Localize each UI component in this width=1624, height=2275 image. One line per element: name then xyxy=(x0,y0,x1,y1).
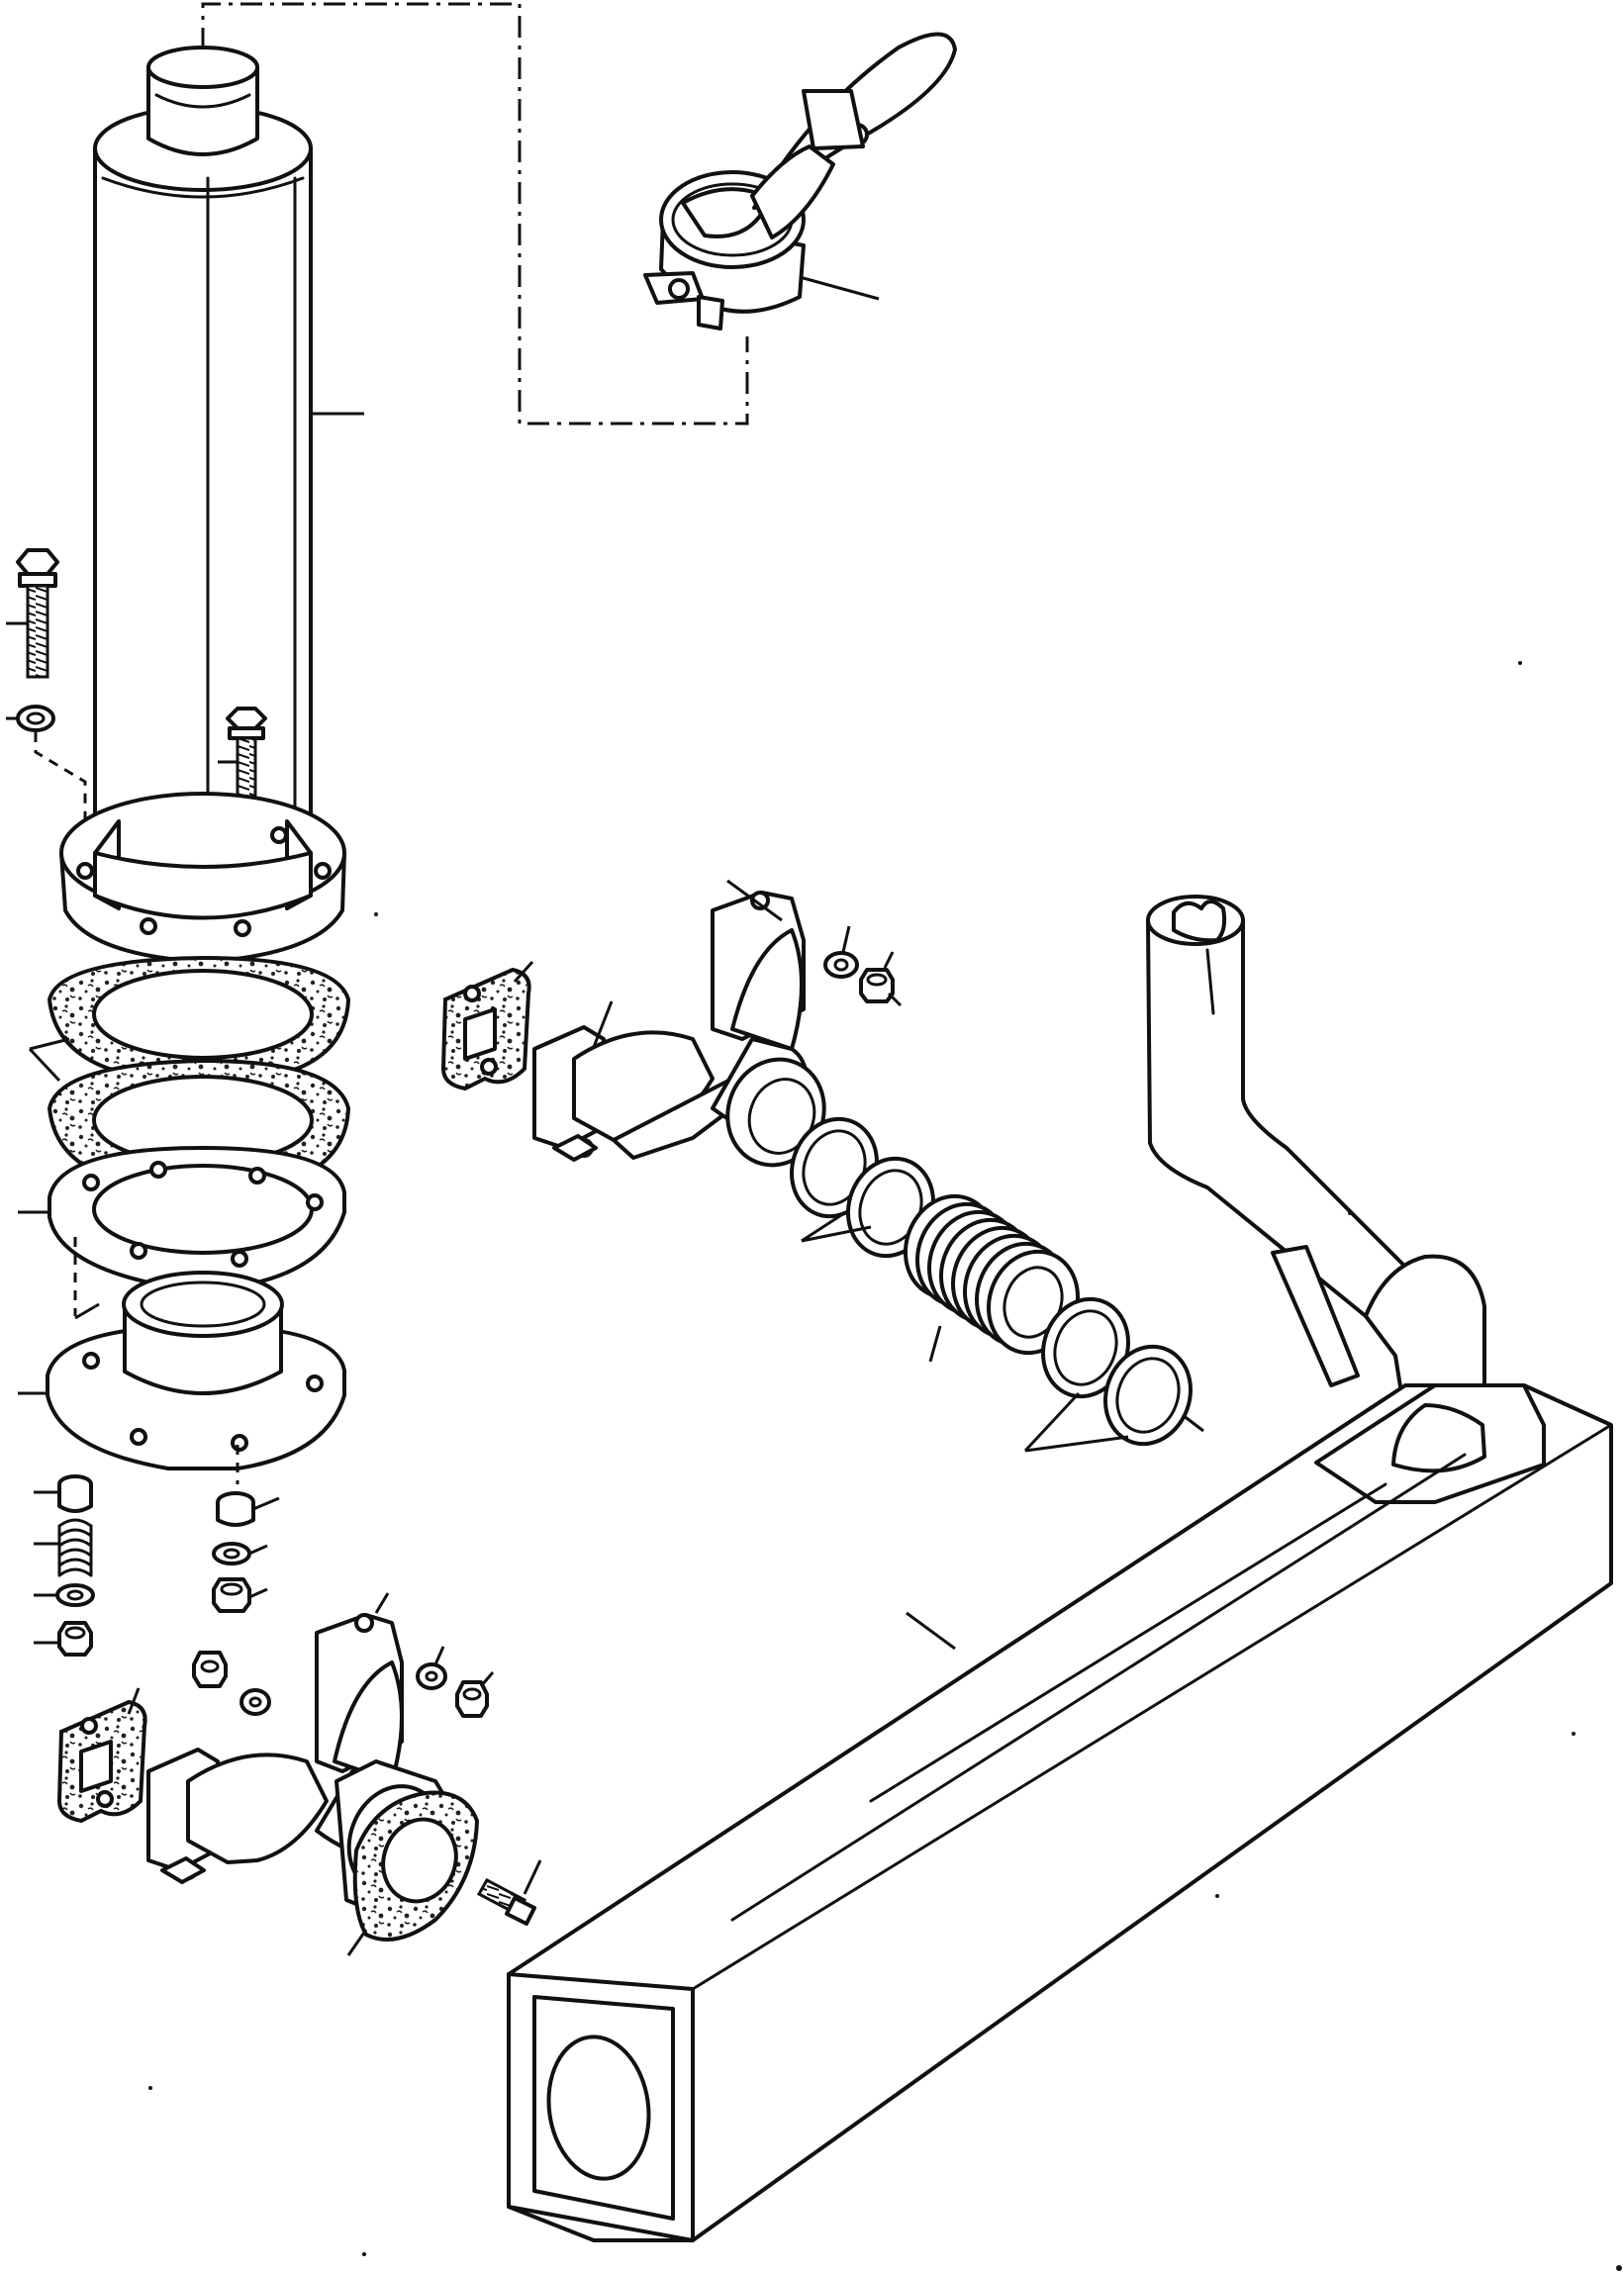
washer-left-top xyxy=(16,705,55,732)
leader-spacer-center xyxy=(252,1496,280,1511)
leader-stud xyxy=(523,1859,542,1895)
leader-washer-lower-b xyxy=(433,1646,445,1665)
vertical-muffler xyxy=(93,46,313,855)
leader-manifold-gasket-upper xyxy=(513,960,534,984)
rain-cap xyxy=(643,32,957,331)
leader-manifold-top xyxy=(726,879,783,922)
spacer-left xyxy=(57,1474,93,1513)
nut-center xyxy=(212,1577,251,1613)
nut-upper-right xyxy=(859,968,895,1003)
leader-nut-upper-right-b xyxy=(887,992,903,1007)
assembly-line-bolt xyxy=(34,732,87,831)
nut-lower-b xyxy=(455,1680,489,1718)
nut-lower-a xyxy=(192,1651,228,1688)
washer-left-lower xyxy=(55,1583,95,1607)
leader-nut-lower-b xyxy=(479,1671,495,1687)
upper-flange xyxy=(59,792,346,964)
leader-washer-upper-right xyxy=(841,925,851,953)
stud xyxy=(476,1877,536,1926)
leader-outlet-gasket xyxy=(346,1929,368,1956)
flex-bellows xyxy=(903,1193,1081,1356)
leader-bellows xyxy=(928,1325,942,1363)
manifold-gasket-upper xyxy=(440,967,531,1091)
bolt-long xyxy=(16,548,59,679)
drawing-specks xyxy=(148,661,1622,2271)
washer-upper-right xyxy=(823,951,859,979)
horizontal-muffler xyxy=(507,1383,1613,2242)
exhaust-pipe xyxy=(1146,895,1486,1425)
washer-lower-b xyxy=(416,1662,447,1690)
manifold-gasket-lower xyxy=(56,1699,147,1824)
leader-adapter-top xyxy=(74,1302,100,1320)
outlet-gasket xyxy=(352,1790,480,1942)
leader-manifold-lower xyxy=(374,1592,390,1614)
leader-horizontal-muffler xyxy=(906,1611,956,1651)
adapter-flange xyxy=(46,1271,346,1470)
exhaust-manifold-upper xyxy=(532,891,826,1168)
lower-flange xyxy=(48,1146,346,1288)
leader-nut-upper-right xyxy=(883,951,895,969)
spacer-center xyxy=(216,1491,255,1527)
leader-nut-center xyxy=(248,1587,268,1599)
leader-rain-cap xyxy=(799,275,880,301)
leader-washer-center xyxy=(248,1544,268,1556)
leader-manifold-upper xyxy=(592,1000,614,1048)
seal-ring-4 xyxy=(1102,1344,1194,1447)
leader-gaskets xyxy=(28,1037,70,1083)
washer-center-lower xyxy=(212,1542,251,1565)
leader-manifold-gasket-lower xyxy=(127,1687,141,1715)
washer-lower-a xyxy=(239,1688,271,1716)
leader-ring-end xyxy=(1182,1413,1204,1433)
leader-seal-rings-upper xyxy=(801,1213,872,1243)
assembly-line-cap xyxy=(201,2,749,426)
spring-left xyxy=(57,1518,93,1577)
leader-seal-rings-lower xyxy=(1023,1391,1129,1453)
nut-left xyxy=(57,1621,93,1657)
